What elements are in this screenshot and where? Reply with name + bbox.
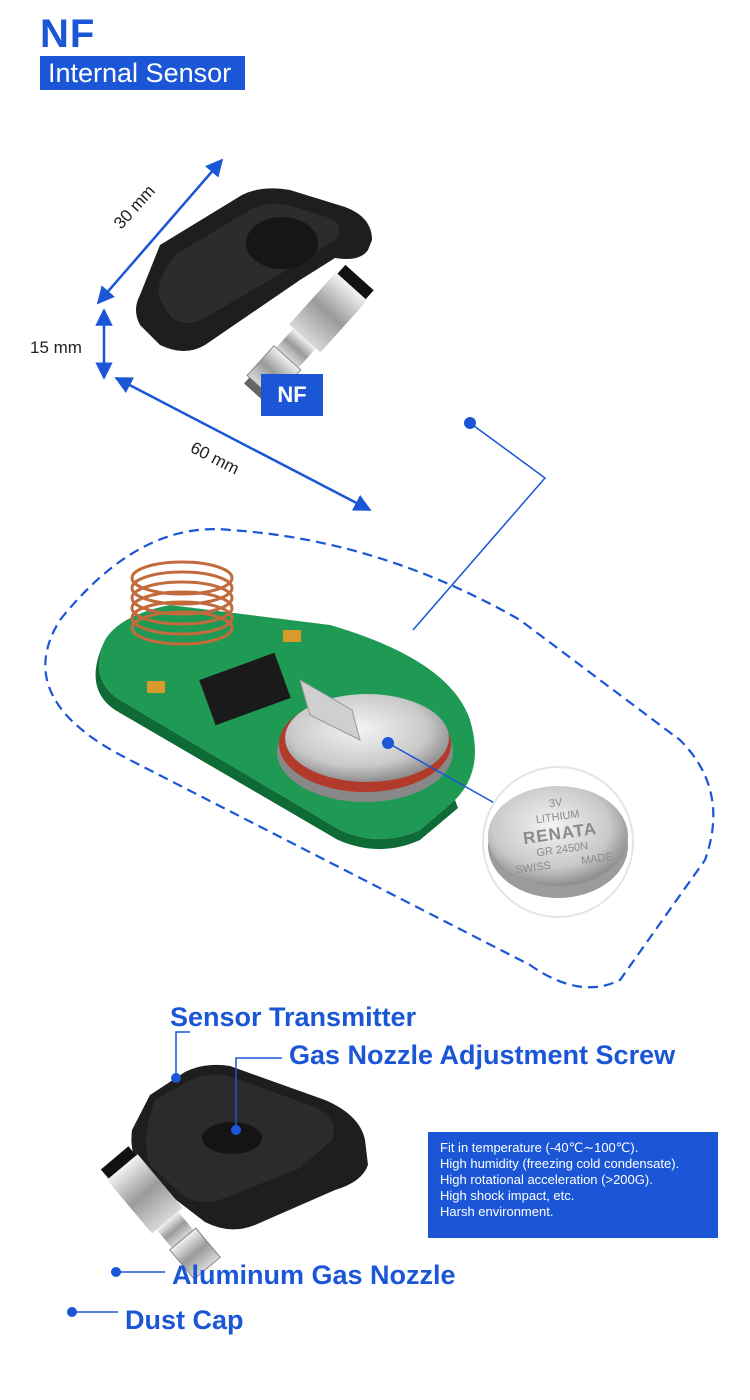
leader-adjustment-screw	[235, 1057, 282, 1130]
callout-gas-nozzle: Aluminum Gas Nozzle	[172, 1260, 456, 1290]
dimension-label-height: 15 mm	[30, 338, 82, 357]
callout-adjustment-screw: Gas Nozzle Adjustment Screw	[289, 1040, 676, 1070]
nf-badge: NF	[261, 374, 323, 416]
page-subtitle: Internal Sensor	[40, 56, 246, 90]
sensor-top-image	[136, 188, 476, 429]
dimension-arrow-length	[114, 376, 372, 512]
spec-box: Fit in temperature (-40℃∼100℃). High hum…	[428, 1132, 718, 1238]
spec-line: High rotational acceleration (>200G).	[440, 1172, 653, 1187]
battery-label: 3V LITHIUM RENATA GR 2450N SWISS MADE	[500, 789, 619, 879]
pcb-board	[95, 560, 475, 849]
coin-battery-image	[482, 766, 634, 918]
dimension-arrow-width	[96, 158, 224, 305]
spec-line: High humidity (freezing cold condensate)…	[440, 1156, 680, 1171]
spec-line: Harsh environment.	[440, 1204, 554, 1219]
leader-sensor-transmitter	[175, 1031, 190, 1078]
spec-line: High shock impact, etc.	[440, 1188, 575, 1203]
pcb-dashed-outline	[44, 528, 715, 989]
page-title: NF	[40, 12, 96, 56]
callout-sensor-transmitter: Sensor Transmitter	[170, 1002, 417, 1032]
leader-line-battery	[387, 742, 499, 806]
sensor-bottom-image	[100, 1064, 368, 1280]
leader-line-pcb	[412, 422, 547, 631]
callout-dust-cap: Dust Cap	[125, 1305, 244, 1335]
spec-line: Fit in temperature (-40℃∼100℃).	[440, 1140, 639, 1155]
